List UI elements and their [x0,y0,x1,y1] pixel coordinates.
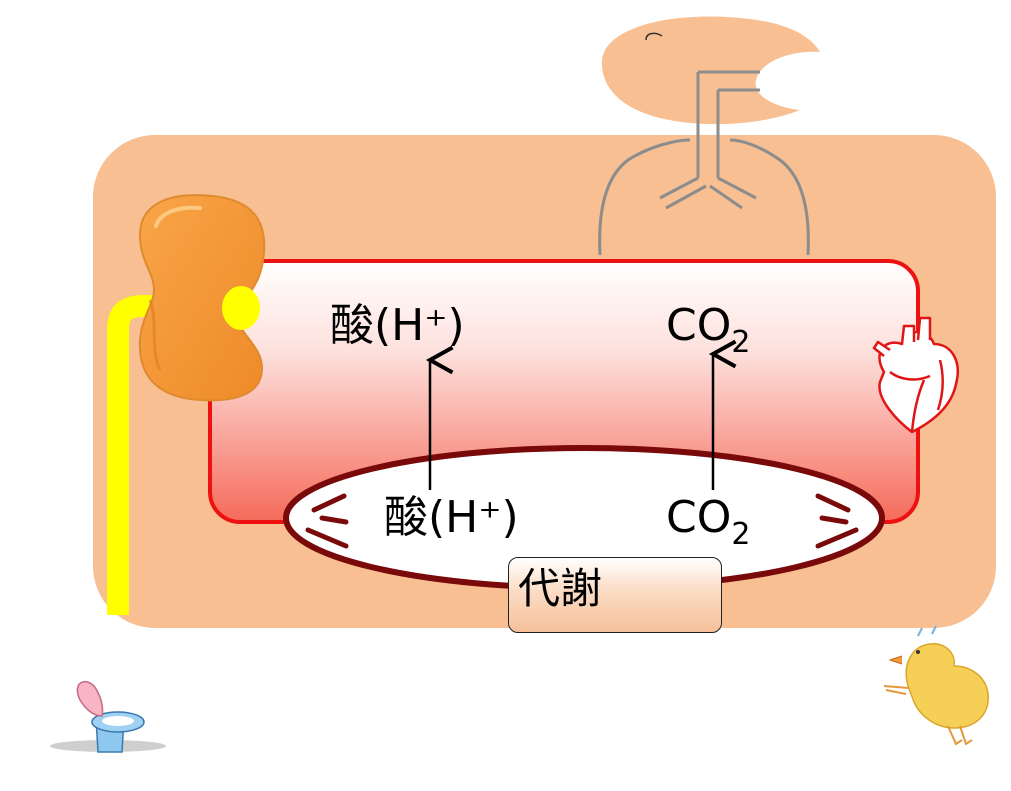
urine-tube [107,295,244,615]
metabolism-label: 代謝 [518,564,603,613]
blood-acid-label: 酸(H⁺) [330,300,465,351]
kidney-icon [138,194,266,402]
heart-icon [872,316,959,434]
right-chevron-icon [815,493,859,549]
lungs-icon [598,16,820,256]
blood-co2-label: CO2 [666,300,750,360]
tissue-co2-subscript: 2 [731,517,750,552]
blood-co2-subscript: 2 [731,325,750,360]
tissue-acid-label: 酸(H⁺) [384,492,519,543]
chick-icon [883,625,989,746]
left-chevron-icon [305,493,349,549]
metabolism-box [508,557,722,633]
ureter-junction [222,286,260,330]
toilet-icon [50,680,166,753]
tissue-co2-label: CO2 [666,492,750,552]
